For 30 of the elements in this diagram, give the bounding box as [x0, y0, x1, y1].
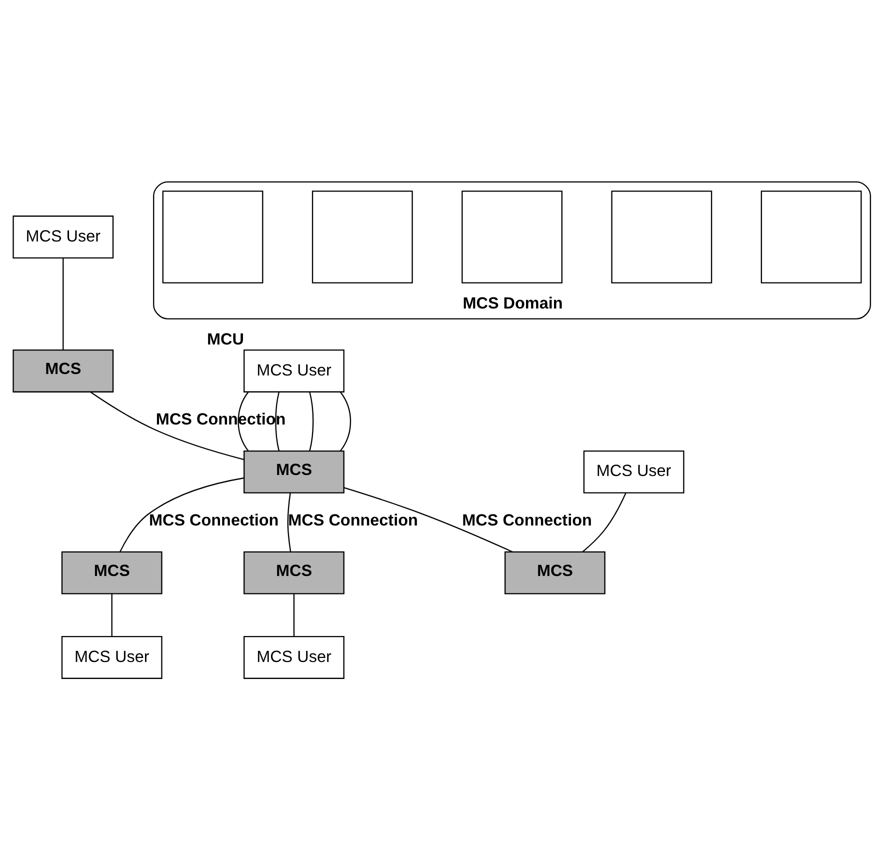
- node-box: [312, 190, 413, 284]
- node-box: MCS: [244, 450, 344, 494]
- node-box: MCS: [12, 350, 114, 392]
- node-box: MCS User: [244, 350, 344, 392]
- connector: [111, 594, 112, 637]
- node-box: MCS User: [61, 636, 162, 679]
- cluster: MCS Domain: [153, 181, 872, 320]
- node-box: MCS User: [583, 450, 684, 494]
- node-box: MCS: [61, 551, 162, 594]
- edge-label: MCS Connection: [462, 511, 592, 530]
- node-box: MCS: [504, 551, 606, 594]
- node-box: MCS User: [12, 216, 114, 258]
- node-box: MCS: [244, 551, 344, 594]
- connector: [90, 392, 244, 460]
- node-label: MCU: [206, 330, 244, 349]
- node-box: [462, 190, 562, 284]
- connector: [582, 492, 626, 552]
- node-box: [760, 190, 862, 284]
- node-box: [611, 190, 712, 284]
- node-box: MCS User: [244, 636, 344, 679]
- connector: [309, 392, 314, 451]
- connector: [120, 477, 244, 552]
- edge-label: MCS Connection: [148, 511, 279, 530]
- edge-label: MCS Connection: [288, 511, 418, 530]
- connector: [293, 594, 295, 637]
- connector: [287, 492, 292, 552]
- node-box: [162, 190, 264, 284]
- connector: [344, 487, 513, 552]
- connector: [62, 258, 64, 350]
- connector: [340, 392, 352, 452]
